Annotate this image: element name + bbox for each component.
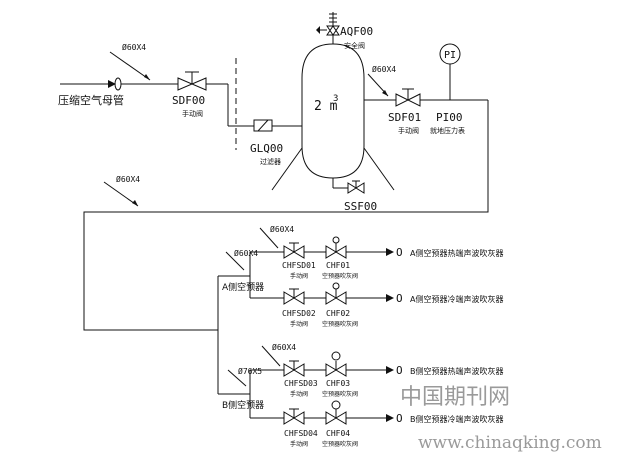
branch-b1-valve: CHFSD03 (284, 379, 318, 388)
branch-a1-valve-desc: 手动阀 (290, 272, 308, 280)
branch-b2-valve-desc: 手动阀 (290, 440, 308, 448)
branch-b1-check: CHF03 (326, 379, 350, 388)
branch-b2-check: CHF04 (326, 429, 350, 438)
branch-b2-end-mark: O (396, 412, 403, 425)
branch-a1-valve: CHFSD01 (282, 261, 316, 270)
branch-b2-check-desc: 空预器吹灰阀 (322, 440, 358, 448)
loop-pipe-spec: Ø60X4 (116, 174, 140, 184)
outlet-line: Ø60X4 SDF01 手动阀 PI PI00 就地压力表 (364, 43, 488, 135)
filter-tag: GLQ00 (250, 142, 283, 155)
valve-sdf01-tag: SDF01 (388, 111, 421, 124)
valve-sdf00: SDF00 手动阀 (172, 71, 228, 118)
main-air-header: Ø60X4 压缩空气母管 (58, 42, 178, 107)
branch-a1: Ø60X4 O A侧空预器热端声波吹灰器 CHFSD01 手动阀 CHF01 空… (250, 224, 503, 280)
group-b: Ø76X5 B侧空预器 (218, 366, 264, 418)
main-header-label: 压缩空气母管 (58, 93, 124, 107)
drain-valve-tag: SSF00 (344, 200, 377, 213)
group-b-label: B侧空预器 (222, 399, 264, 411)
branch-a1-check: CHF01 (326, 261, 350, 270)
group-a-pipe: Ø60X4 (234, 248, 258, 258)
drain-valve-ssf00: SSF00 (332, 178, 377, 213)
gauge-desc: 就地压力表 (430, 126, 465, 135)
filter-glq00: GLQ00 过滤器 (250, 119, 283, 166)
branch-a2: O A侧空预器冷端声波吹灰器 CHFSD02 手动阀 CHF02 空预器吹灰阀 (250, 282, 503, 328)
filter-desc: 过滤器 (260, 157, 281, 166)
group-a: Ø60X4 A侧空预器 (218, 248, 264, 298)
valve-sdf00-desc: 手动阀 (182, 109, 203, 118)
branch-a1-pipe: Ø60X4 (270, 224, 294, 234)
branch-b2-end-text: B侧空预器冷端声波吹灰器 (410, 414, 504, 424)
valve-sdf01-desc: 手动阀 (398, 126, 419, 135)
group-b-pipe: Ø76X5 (238, 366, 262, 376)
branch-a1-check-desc: 空预器吹灰阀 (322, 272, 358, 280)
branch-a2-valve-desc: 手动阀 (290, 320, 308, 328)
air-receiver-tank: 2 m 3 (271, 43, 395, 191)
safety-valve-desc: 安全阀 (344, 41, 365, 50)
branch-b1-end-mark: O (396, 364, 403, 377)
tank-volume-exponent: 3 (333, 94, 338, 104)
branch-a1-end-text: A侧空预器热端声波吹灰器 (410, 248, 503, 258)
branch-b1-pipe: Ø60X4 (272, 342, 296, 352)
outlet-pipe-spec: Ø60X4 (372, 64, 396, 74)
safety-valve-tag: AQF00 (340, 25, 373, 38)
branch-a1-end-mark: O (396, 246, 403, 259)
branch-b1-valve-desc: 手动阀 (290, 390, 308, 398)
tank-volume: 2 m (314, 99, 338, 114)
gauge-symbol: PI (444, 50, 456, 61)
branch-b1-end-text: B侧空预器热端声波吹灰器 (410, 366, 504, 376)
branch-a2-check: CHF02 (326, 309, 350, 318)
group-a-label: A侧空预器 (222, 281, 264, 293)
valve-sdf00-tag: SDF00 (172, 94, 205, 107)
branch-b1-check-desc: 空预器吹灰阀 (322, 390, 358, 398)
safety-valve-aqf00: AQF00 安全阀 (316, 12, 373, 50)
gauge-tag: PI00 (436, 111, 463, 124)
main-pipe-spec: Ø60X4 (122, 42, 146, 52)
branch-a2-end-mark: O (396, 292, 403, 305)
branch-b2-valve: CHFSD04 (284, 429, 318, 438)
watermark-url: www.chinaqking.com (418, 433, 602, 453)
watermark-cn: 中国期刊网 (400, 385, 510, 410)
branch-a2-check-desc: 空预器吹灰阀 (322, 320, 358, 328)
branch-a2-valve: CHFSD02 (282, 309, 316, 318)
loop-pipe: Ø60X4 (83, 100, 489, 331)
branch-a2-end-text: A侧空预器冷端声波吹灰器 (410, 294, 503, 304)
branch-b2: O B侧空预器冷端声波吹灰器 CHFSD04 手动阀 CHF04 空预器吹灰阀 (250, 400, 504, 448)
branch-b1: Ø60X4 O B侧空预器热端声波吹灰器 CHFSD03 手动阀 CHF03 空… (250, 342, 504, 398)
pressure-gauge (439, 43, 461, 65)
